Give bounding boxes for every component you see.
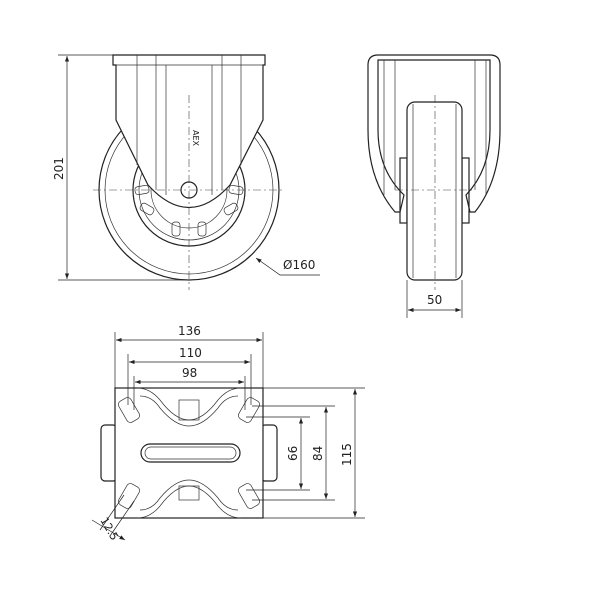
front-view: AEX 201 Ø160 [52,54,320,290]
side-bracket [367,54,501,213]
dim-hole-spacing-98: 98 [182,366,197,380]
nut-top [178,399,200,421]
nut-bottom [178,485,200,501]
dim-overall-height: 201 [52,157,66,180]
axle-spacer-left [399,157,408,224]
dim-plate-length: 115 [340,443,354,466]
center-slot [140,443,241,463]
hub-spokes [134,184,244,237]
side-view: 50 [367,54,501,318]
dim-hole-spacing-66: 66 [286,446,300,461]
brand-marking: AEX [191,130,200,147]
dim-wheel-diameter: Ø160 [283,258,315,272]
top-plate [114,387,264,519]
side-wheel [406,101,463,281]
mounting-holes [118,397,260,509]
dim-wheel-width: 50 [427,293,442,307]
dim-hole-spacing-84: 84 [311,446,325,461]
dim-plate-width: 136 [178,324,201,338]
dim-hole-spacing-110: 110 [179,346,202,360]
axle-spacer-right [461,157,470,224]
plate-view: 136 110 98 115 84 66 12.5 [91,324,365,543]
